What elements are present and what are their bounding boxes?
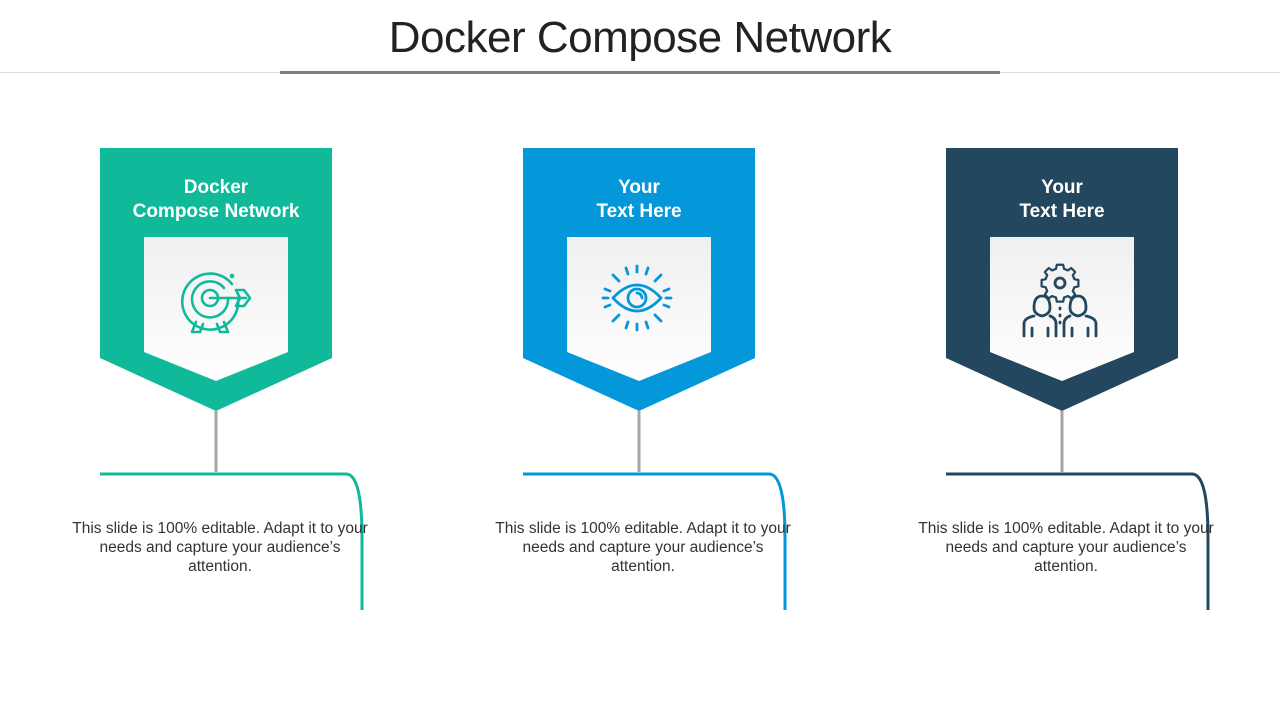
eye-icon [601, 264, 673, 332]
card-2-shape [523, 148, 787, 610]
card-1-shape [100, 148, 364, 610]
heading-line-1: Your [618, 177, 660, 198]
icon-panel [567, 237, 711, 381]
text-bracket [946, 472, 1210, 610]
slide-title: Docker Compose Network [388, 13, 892, 62]
heading-line-1: Your [1041, 177, 1083, 198]
heading-line-2: Compose Network [132, 201, 300, 222]
card-heading: Your Text Here [523, 176, 755, 224]
card-1: Docker Compose Network This slide is 100… [72, 148, 420, 618]
text-bracket [100, 472, 364, 610]
card-description: This slide is 100% editable. Adapt it to… [72, 520, 368, 575]
team-gear-icon [1022, 263, 1098, 338]
card-3: Your Text Here This slide is 100% editab… [918, 148, 1266, 618]
heading-line-1: Docker [183, 177, 249, 198]
heading-line-2: Text Here [596, 201, 682, 222]
card-description: This slide is 100% editable. Adapt it to… [495, 520, 791, 575]
card-2: Your Text Here This slide is 100% editab… [495, 148, 843, 618]
target-icon [180, 272, 252, 334]
card-heading: Docker Compose Network [100, 176, 332, 224]
icon-panel [990, 237, 1134, 381]
heading-line-2: Text Here [1019, 201, 1105, 222]
card-heading: Your Text Here [946, 176, 1178, 224]
card-description: This slide is 100% editable. Adapt it to… [918, 520, 1214, 575]
text-bracket [523, 472, 787, 610]
title-underline [280, 71, 1000, 74]
icon-panel [144, 237, 288, 381]
